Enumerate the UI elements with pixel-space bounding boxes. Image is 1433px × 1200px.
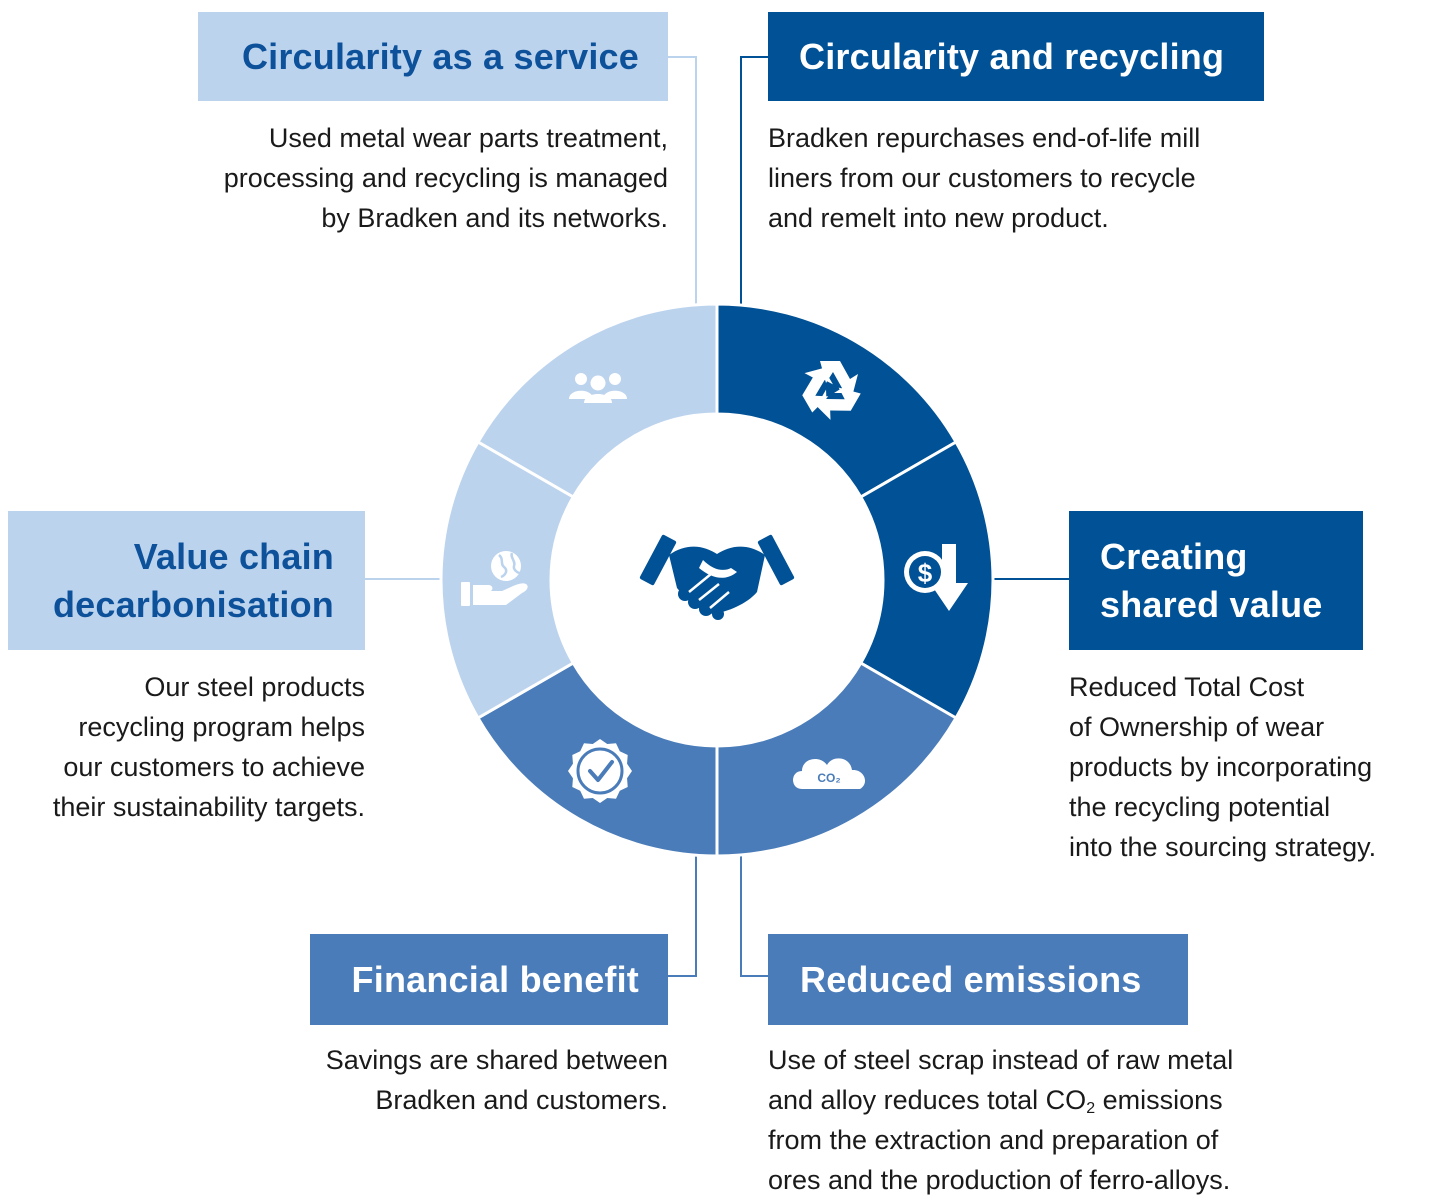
description-line: from the extraction and preparation of	[768, 1125, 1219, 1155]
description-emissions: Use of steel scrap instead of raw metal …	[768, 1040, 1328, 1200]
connector-emissions	[740, 856, 768, 977]
description-line: Use of steel scrap instead of raw metal	[768, 1045, 1234, 1075]
title-decarbonisation: Value chain decarbonisation	[53, 533, 334, 629]
title-box-emissions: Reduced emissions	[768, 934, 1188, 1025]
description-line: into the sourcing strategy.	[1069, 832, 1377, 862]
description-line: by Bradken and its networks.	[321, 203, 668, 233]
connector-circularity-recycling	[740, 56, 768, 304]
connector-lines	[365, 56, 1069, 977]
svg-text:$: $	[918, 558, 933, 588]
title-box-circularity-service: Circularity as a service	[198, 12, 668, 101]
description-line: Bradken and customers.	[375, 1085, 668, 1115]
description-line: liners from our customers to recycle	[768, 163, 1196, 193]
title-decarbonisation-line1: Value chain	[133, 535, 334, 577]
title-decarbonisation-line2: decarbonisation	[52, 583, 334, 625]
title-circularity-recycling: Circularity and recycling	[799, 35, 1225, 77]
description-line: products by incorporating	[1069, 752, 1373, 782]
title-box-circularity-recycling: Circularity and recycling	[768, 12, 1264, 101]
description-line: and alloy reduces total CO2 emissions	[768, 1080, 1328, 1120]
title-box-decarbonisation: Value chain decarbonisation	[8, 511, 365, 650]
svg-text:CO₂: CO₂	[817, 771, 840, 785]
recycle-icon	[802, 361, 861, 420]
description-line: of Ownership of wear	[1069, 712, 1325, 742]
description-decarbonisation: Our steel products recycling program hel…	[5, 667, 365, 827]
description-line: recycling program helps	[78, 712, 365, 742]
description-line: Bradken repurchases end-of-life mill	[768, 123, 1201, 153]
dollar-down-arrow-icon: $	[904, 544, 968, 611]
description-line: the recycling potential	[1069, 792, 1331, 822]
description-financial: Savings are shared between Bradken and c…	[228, 1040, 668, 1120]
description-line: and remelt into new product.	[768, 203, 1109, 233]
title-shared-value-line2: shared value	[1100, 583, 1323, 625]
hand-globe-icon	[461, 551, 528, 606]
co2-cloud-icon: CO₂	[793, 758, 866, 789]
description-text: and alloy reduces total CO	[768, 1085, 1087, 1115]
description-line: Our steel products	[144, 672, 365, 702]
description-line: processing and recycling is managed	[223, 163, 668, 193]
description-circularity-service: Used metal wear parts treatment, process…	[148, 118, 668, 238]
description-line: our customers to achieve	[63, 752, 365, 782]
title-box-financial: Financial benefit	[310, 934, 668, 1025]
description-text: emissions	[1095, 1085, 1223, 1115]
connector-circularity-service	[668, 56, 697, 304]
title-circularity-service: Circularity as a service	[241, 35, 639, 77]
title-shared-value: Creating shared value	[1100, 533, 1323, 629]
description-line: Reduced Total Cost	[1069, 672, 1305, 702]
handshake-icon	[639, 534, 795, 620]
title-emissions: Reduced emissions	[800, 958, 1142, 1000]
title-shared-value-line1: Creating	[1100, 535, 1248, 577]
description-line: ores and the production of ferro-alloys.	[768, 1165, 1231, 1195]
description-line: Used metal wear parts treatment,	[268, 123, 668, 153]
title-financial: Financial benefit	[351, 958, 639, 1000]
title-box-shared-value: Creating shared value	[1069, 511, 1363, 650]
connector-financial	[668, 856, 697, 977]
description-line: their sustainability targets.	[52, 792, 365, 822]
description-circularity-recycling: Bradken repurchases end-of-life mill lin…	[768, 118, 1328, 238]
description-line: Savings are shared between	[325, 1045, 668, 1075]
subscript-2: 2	[1086, 1100, 1096, 1117]
description-shared-value: Reduced Total Cost of Ownership of wear …	[1069, 667, 1433, 867]
people-group-icon	[569, 373, 627, 403]
badge-check-icon	[568, 739, 632, 803]
